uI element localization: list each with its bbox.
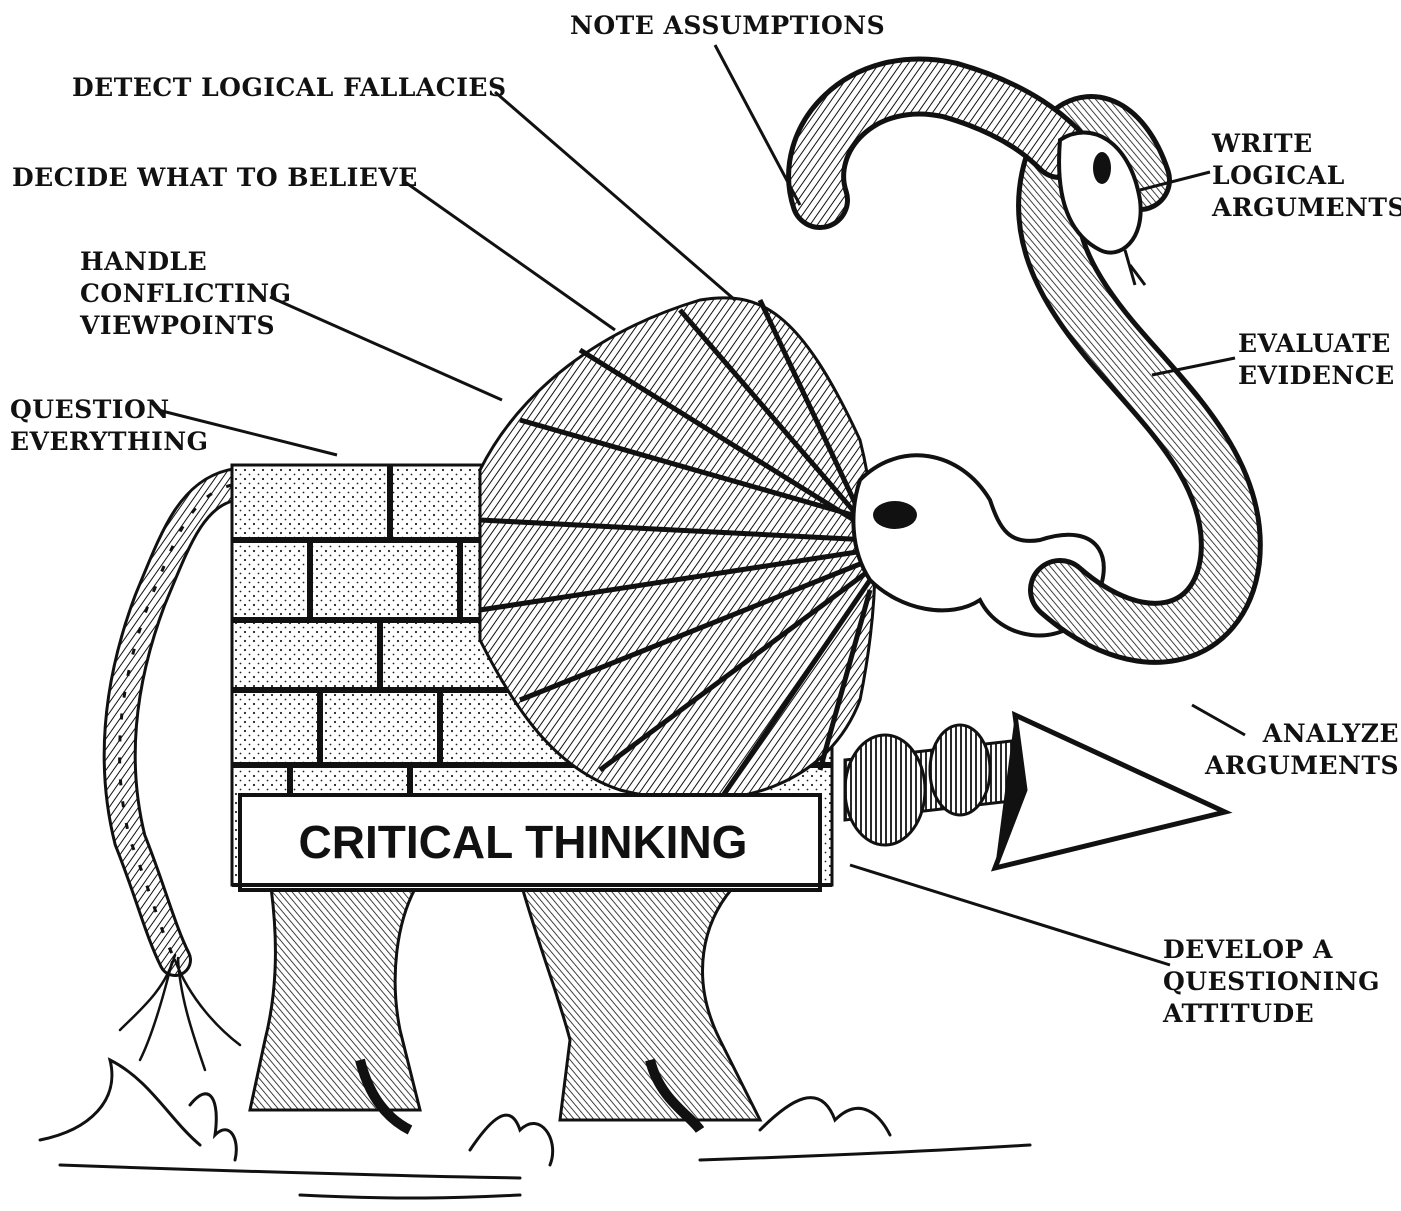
label-note-assumptions: NOTE ASSUMPTIONS — [570, 10, 885, 42]
feather-headdress — [480, 298, 875, 800]
snake-eye-icon — [1093, 152, 1111, 184]
label-analyze-arguments: ANALYZE ARGUMENTS — [1205, 718, 1399, 782]
tree-root-legs — [250, 880, 760, 1130]
label-develop-questioning-attitude: DEVELOP A QUESTIONING ATTITUDE — [1163, 934, 1380, 1030]
ground-grass — [40, 1060, 1030, 1198]
creature-eye-icon — [873, 501, 917, 529]
label-decide-what-to-believe: DECIDE WHAT TO BELIEVE — [12, 162, 418, 194]
rope-tail — [120, 485, 240, 1070]
label-handle-conflicting-viewpoints: HANDLE CONFLICTING VIEWPOINTS — [80, 246, 291, 342]
label-write-logical-arguments: WRITE LOGICAL ARGUMENTS — [1212, 128, 1401, 224]
sign-title: CRITICAL THINKING — [299, 816, 748, 868]
label-detect-logical-fallacies: DETECT LOGICAL FALLACIES — [72, 72, 507, 104]
label-evaluate-evidence: EVALUATE EVIDENCE — [1238, 328, 1395, 392]
label-question-everything: QUESTION EVERYTHING — [10, 394, 208, 458]
arrow-tail-spear — [845, 715, 1225, 868]
critical-thinking-sign: CRITICAL THINKING — [232, 795, 832, 890]
